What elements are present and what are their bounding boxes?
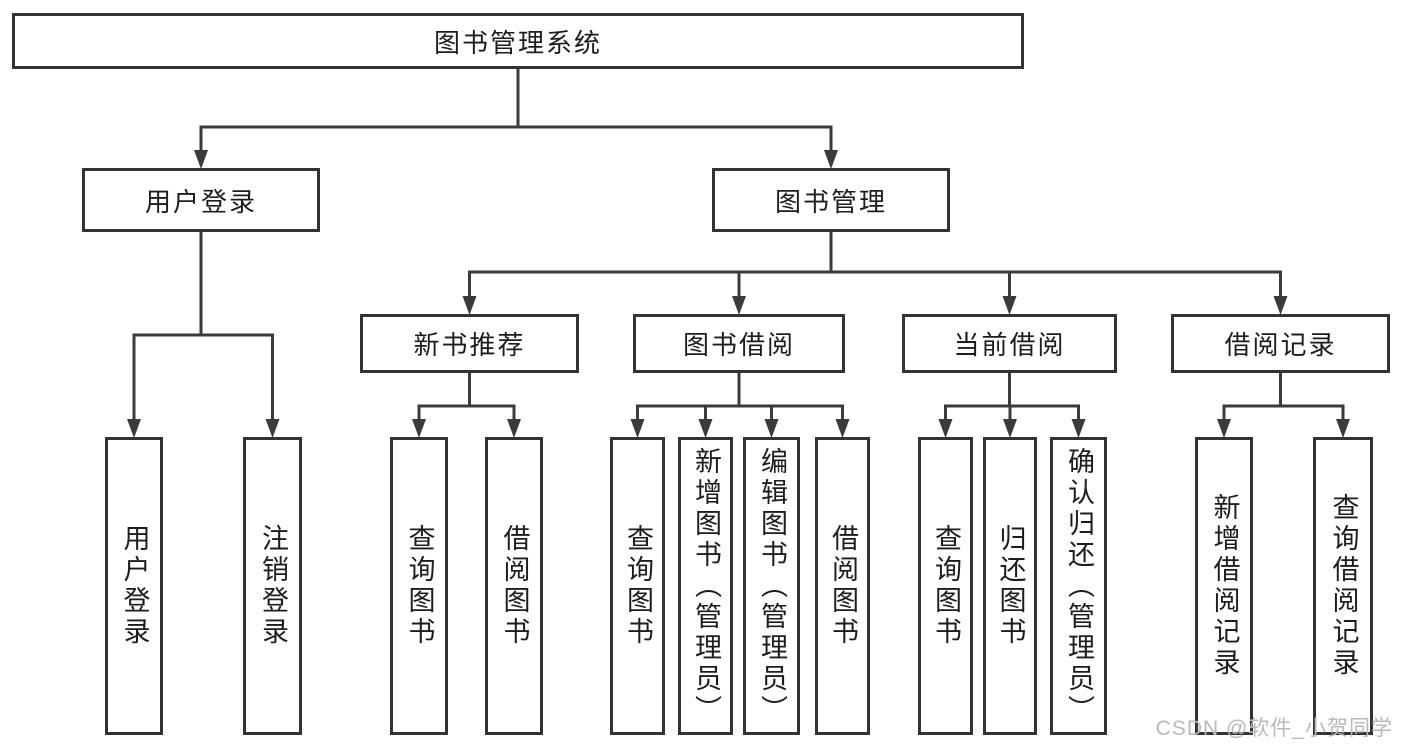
arrowhead-icon xyxy=(194,150,208,169)
arrowhead-icon xyxy=(462,296,477,315)
node-user-login: 用户登录 xyxy=(82,168,320,232)
node-label: 编辑图书（管理员） xyxy=(757,446,787,726)
arrowhead-icon xyxy=(1273,296,1288,315)
node-label: 新增借阅记录 xyxy=(1209,493,1240,679)
node-leaf-add-books-admin: 新增图书（管理员） xyxy=(678,437,733,735)
node-label: 用户登录 xyxy=(119,524,150,648)
arrowhead-icon xyxy=(938,419,953,438)
arrowhead-icon xyxy=(1336,419,1350,438)
node-leaf-user-login: 用户登录 xyxy=(105,437,163,735)
node-current-borrowing: 当前借阅 xyxy=(902,314,1117,373)
node-label: 查询借阅记录 xyxy=(1328,493,1359,679)
node-label: 图书管理 xyxy=(774,186,887,217)
node-label: 新增图书（管理员） xyxy=(691,446,721,726)
node-label: 借阅记录 xyxy=(1224,330,1337,360)
arrowhead-icon xyxy=(1003,419,1017,438)
arrowhead-icon xyxy=(265,419,280,438)
arrowhead-icon xyxy=(835,419,850,438)
node-label: 查询图书 xyxy=(931,524,961,648)
node-leaf-return-books: 归还图书 xyxy=(983,437,1037,735)
arrowhead-icon xyxy=(698,419,713,438)
arrowhead-icon xyxy=(824,150,838,169)
watermark: CSDN @软件_小贺同学 xyxy=(1155,717,1393,740)
node-leaf-query-books-current: 查询图书 xyxy=(918,437,973,735)
node-label: 借阅图书 xyxy=(828,524,858,648)
node-label: 当前借阅 xyxy=(953,330,1066,360)
node-label: 用户登录 xyxy=(144,186,257,217)
node-label: 图书管理系统 xyxy=(433,27,602,58)
node-label: 确认归还（管理员） xyxy=(1064,446,1094,726)
node-leaf-confirm-return-admin: 确认归还（管理员） xyxy=(1050,437,1107,735)
arrowhead-icon xyxy=(1071,419,1086,438)
node-leaf-borrow-books-recommend: 借阅图书 xyxy=(485,437,543,735)
arrowhead-icon xyxy=(630,419,645,438)
node-leaf-logout: 注销登录 xyxy=(243,437,302,735)
node-borrowing-records: 借阅记录 xyxy=(1171,314,1390,373)
node-book-borrowing: 图书借阅 xyxy=(633,314,845,373)
node-root: 图书管理系统 xyxy=(12,13,1024,69)
arrowhead-icon xyxy=(1217,419,1231,438)
node-new-book-recommend: 新书推荐 xyxy=(360,314,579,373)
arrowhead-icon xyxy=(764,419,779,438)
node-label: 借阅图书 xyxy=(499,524,530,648)
node-label: 图书借阅 xyxy=(682,330,795,360)
arrowhead-icon xyxy=(412,419,426,438)
node-book-management: 图书管理 xyxy=(712,168,950,232)
node-label: 注销登录 xyxy=(258,524,288,648)
node-leaf-borrow-books-borrowing: 借阅图书 xyxy=(815,437,870,735)
node-leaf-query-books-recommend: 查询图书 xyxy=(390,437,448,735)
node-leaf-query-borrow-record: 查询借阅记录 xyxy=(1313,437,1373,735)
node-label: 归还图书 xyxy=(995,524,1026,648)
node-label: 查询图书 xyxy=(623,524,653,648)
arrowhead-icon xyxy=(507,419,521,438)
node-leaf-edit-books-admin: 编辑图书（管理员） xyxy=(743,437,800,735)
node-leaf-query-books-borrowing: 查询图书 xyxy=(610,437,665,735)
node-label: 新书推荐 xyxy=(413,330,526,360)
node-leaf-add-borrow-record: 新增借阅记录 xyxy=(1195,437,1253,735)
arrowhead-icon xyxy=(127,419,141,438)
node-label: 查询图书 xyxy=(404,524,435,648)
arrowhead-icon xyxy=(732,296,746,315)
arrowhead-icon xyxy=(1002,296,1017,315)
